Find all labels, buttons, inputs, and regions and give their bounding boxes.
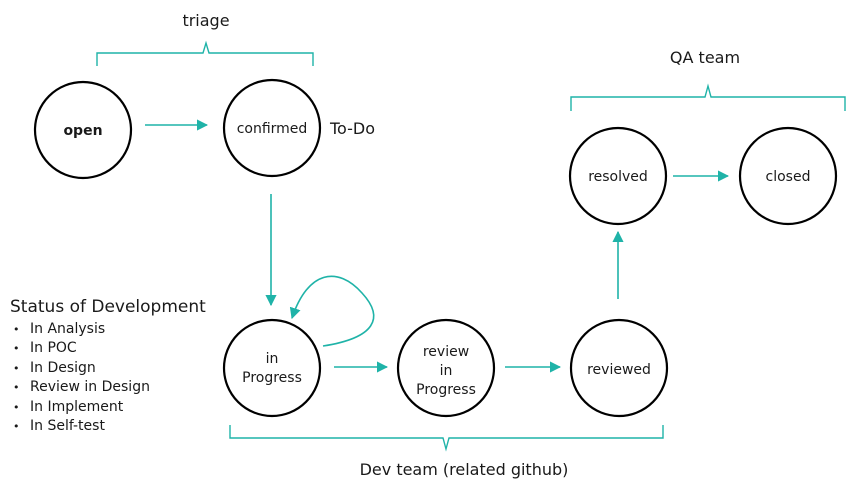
node-closed: closed [738, 126, 838, 226]
status-item-review-in-design: Review in Design [10, 378, 206, 398]
arrow-in-progress-self-loop [289, 275, 375, 347]
node-review-line-3: Progress [416, 382, 476, 398]
node-closed-label: closed [766, 169, 811, 185]
node-confirmed-label: confirmed [237, 121, 308, 137]
node-review-line-1: review [423, 344, 469, 360]
status-item-in-poc: In POC [10, 339, 206, 359]
node-in-progress-line-2: Progress [242, 370, 302, 386]
status-of-development-title: Status of Development [10, 297, 206, 317]
node-reviewed-label: reviewed [587, 362, 651, 378]
node-confirmed: confirmed [222, 78, 322, 178]
triage-label: triage [182, 11, 229, 30]
status-item-in-analysis: In Analysis [10, 320, 206, 340]
node-in-progress: in Progress [222, 318, 322, 418]
node-in-progress-line-1: in [266, 351, 279, 367]
node-resolved: resolved [568, 126, 668, 226]
triage-brace [96, 40, 314, 66]
status-item-in-self-test: In Self-test [10, 417, 206, 437]
node-review-line-2: in [440, 363, 453, 379]
status-item-in-design: In Design [10, 359, 206, 379]
status-list: In Analysis In POC In Design Review in D… [10, 320, 206, 437]
qa-team-label: QA team [670, 48, 740, 67]
status-of-development-panel: Status of Development In Analysis In POC… [10, 297, 206, 437]
node-resolved-label: resolved [588, 169, 648, 185]
node-review-in-progress: review in Progress [396, 318, 496, 418]
node-open: open [33, 80, 133, 180]
node-open-label: open [63, 123, 102, 139]
qa-team-brace [570, 83, 846, 111]
dev-team-brace [229, 425, 664, 452]
todo-label: To-Do [329, 119, 375, 138]
status-item-in-implement: In Implement [10, 398, 206, 418]
dev-team-label: Dev team (related github) [360, 460, 569, 479]
node-reviewed: reviewed [569, 318, 669, 418]
